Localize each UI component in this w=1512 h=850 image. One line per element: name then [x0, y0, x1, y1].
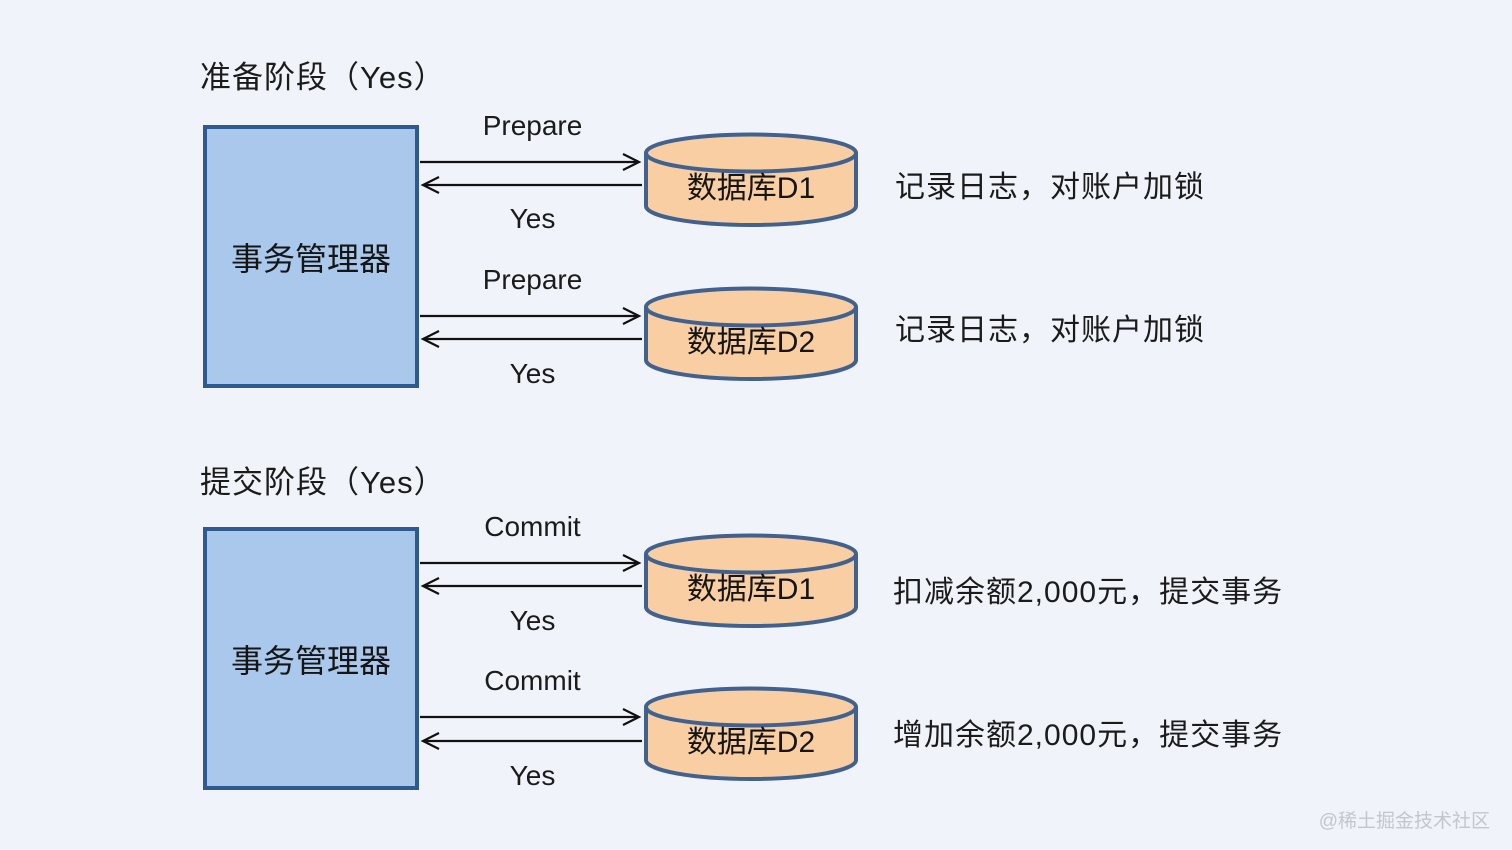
phase1-row1-request-arrow [420, 153, 642, 171]
phase1-row1-response-label: Yes [509, 203, 556, 234]
phase2-transaction-manager-label: 事务管理器 [230, 642, 391, 679]
phase1-transaction-manager-box: 事务管理器 [203, 125, 419, 388]
phase2-row1-request-arrow [420, 554, 642, 572]
database-cylinder-icon [644, 533, 858, 628]
phase1-row2-request-label: Prepare [482, 264, 583, 295]
database-cylinder-icon [644, 286, 858, 381]
phase2-row1-response-arrow [420, 577, 642, 595]
phase1-row1-request-label: Prepare [482, 110, 583, 141]
phase2-database-d1-label: 数据库D1 [686, 573, 816, 606]
phase2-transaction-manager-box: 事务管理器 [203, 527, 419, 790]
phase1-row2-response-arrow [420, 330, 642, 348]
phase2-row2-response-arrow [420, 732, 642, 750]
phase1-row1-note: 记录日志，对账户加锁 [895, 171, 1205, 204]
phase2-database-d2-label: 数据库D2 [686, 726, 816, 759]
phase2-database-d1-cylinder: 数据库D1 [643, 532, 859, 629]
phase2-title: 提交阶段（Yes） [200, 465, 446, 500]
phase2-database-d2-cylinder: 数据库D2 [643, 685, 859, 782]
phase1-database-d1-cylinder: 数据库D1 [643, 131, 859, 228]
phase2-row1-note: 扣减余额2,000元，提交事务 [893, 576, 1284, 609]
phase1-database-d2-cylinder: 数据库D2 [643, 285, 859, 382]
phase1-row2-request-arrow [420, 307, 642, 325]
phase1-database-d1-label: 数据库D1 [686, 172, 816, 205]
phase2-row2-request-label: Commit [484, 665, 581, 696]
phase2-row2-response-label: Yes [509, 760, 556, 791]
phase2-row1-response-label: Yes [509, 605, 556, 636]
database-cylinder-icon [644, 132, 858, 227]
phase2-row2-note: 增加余额2,000元，提交事务 [893, 719, 1284, 752]
watermark: @稀土掘金技术社区 [1318, 811, 1490, 832]
phase1-title: 准备阶段（Yes） [200, 60, 446, 95]
phase1-row1-response-arrow [420, 176, 642, 194]
phase1-transaction-manager-label: 事务管理器 [230, 240, 391, 277]
phase2-row2-request-arrow [420, 708, 642, 726]
phase1-row2-note: 记录日志，对账户加锁 [895, 314, 1205, 347]
phase1-database-d2-label: 数据库D2 [686, 326, 816, 359]
phase1-row2-response-label: Yes [509, 358, 556, 389]
phase2-row1-request-label: Commit [484, 511, 581, 542]
database-cylinder-icon [644, 686, 858, 781]
